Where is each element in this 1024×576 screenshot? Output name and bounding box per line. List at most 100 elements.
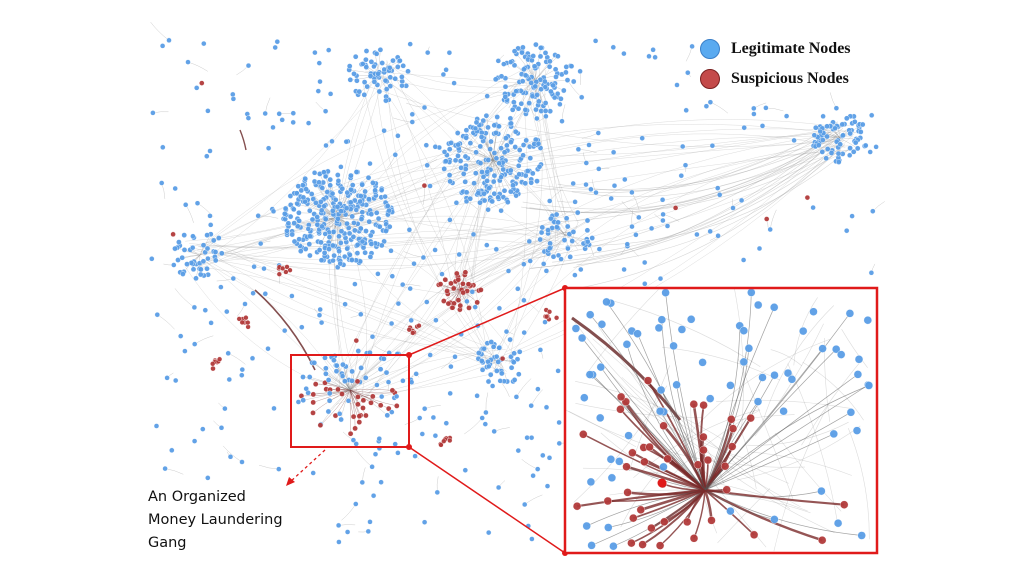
legitimate-node [642,259,648,266]
legitimate-node [371,79,378,85]
legitimate-node [164,375,170,381]
legitimate-node [447,178,453,185]
suspicious-node [453,270,460,277]
legitimate-node [376,223,383,230]
gang-annotation: An Organized Money Laundering Gang [148,486,328,555]
legitimate-node [847,145,853,151]
network-edge [389,76,453,288]
legitimate-node [497,378,503,384]
network-edge [625,396,801,508]
legitimate-node [373,209,380,216]
legitimate-node [854,145,861,152]
legitimate-node [580,393,589,402]
network-edge [575,145,850,245]
legitimate-node [824,123,830,130]
legitimate-node [239,372,245,378]
legitimate-node [488,138,494,145]
legitimate-node [715,185,721,191]
legitimate-node [458,164,464,171]
network-edge [488,124,853,157]
legitimate-node [477,160,484,166]
legitimate-node [565,245,571,252]
legitimate-node [462,178,469,185]
suspicious-node [543,314,550,320]
legitimate-node [348,186,354,193]
legitimate-node [509,107,516,113]
legitimate-node [349,368,355,375]
legitimate-node [175,257,181,263]
legitimate-node [406,227,413,233]
legitimate-node [330,257,336,264]
legitimate-node [515,286,521,292]
network-edge [349,389,389,409]
legitimate-node [318,319,325,326]
legitimate-node [441,149,448,155]
legitimate-node [322,216,329,222]
legitimate-node [495,359,502,365]
network-edge [464,417,483,435]
network-edge [188,249,507,374]
network-edge [585,289,659,376]
legitimate-node [359,479,365,486]
network-edge [197,148,852,267]
network-edge [492,159,532,180]
legitimate-node [350,233,357,240]
legitimate-node [367,73,374,79]
legitimate-node [498,370,505,377]
legitimate-node [327,91,334,97]
suspicious-node [339,391,345,397]
network-edge [349,389,351,434]
legitimate-node [490,343,497,350]
annotation-arrowhead [286,477,295,486]
legitimate-node [770,515,779,524]
legitimate-node [365,528,371,535]
legitimate-node [300,194,307,201]
legitimate-node [464,298,470,305]
legitimate-node [383,86,390,92]
legitimate-node [495,194,501,201]
suspicious-node [393,403,400,409]
network-edge [522,140,842,210]
legitimate-node [633,232,639,238]
legitimate-node [516,348,523,355]
network-edge [486,115,494,161]
legitimate-node [375,271,381,277]
legitimate-node [311,359,318,366]
legitimate-node [388,248,394,254]
legitimate-node [586,142,592,148]
legitimate-node [820,137,826,143]
legitimate-node [527,258,533,264]
legitimate-node [516,147,523,153]
legitimate-node [338,164,344,170]
legitimate-node [336,248,342,254]
legitimate-node [177,333,184,339]
legitimate-node [522,180,529,187]
legitimate-node [271,405,277,412]
legitimate-node [389,273,395,279]
legitimate-node [868,270,875,276]
legitimate-node [387,83,394,89]
suspicious-node [728,442,737,451]
legitimate-node [530,170,536,177]
legitimate-node [485,206,491,213]
suspicious-node [627,538,636,548]
legitimate-node [193,85,200,91]
legitimate-node [386,223,393,230]
network-edge [208,217,345,262]
legitimate-node [570,229,577,235]
legitimate-node [518,100,525,107]
suspicious-node [356,419,363,425]
legitimate-node [850,148,857,155]
legitimate-node [346,63,353,69]
legitimate-node [678,172,684,179]
legitimate-node [533,79,540,85]
legitimate-node [337,240,344,246]
legitimate-node [570,78,577,85]
legitimate-node [222,405,228,412]
network-edge [575,148,851,222]
legitimate-node [863,316,872,325]
legitimate-node [350,437,357,443]
network-edge [301,389,351,397]
legitimate-node [150,110,156,116]
legitimate-node [519,49,525,56]
